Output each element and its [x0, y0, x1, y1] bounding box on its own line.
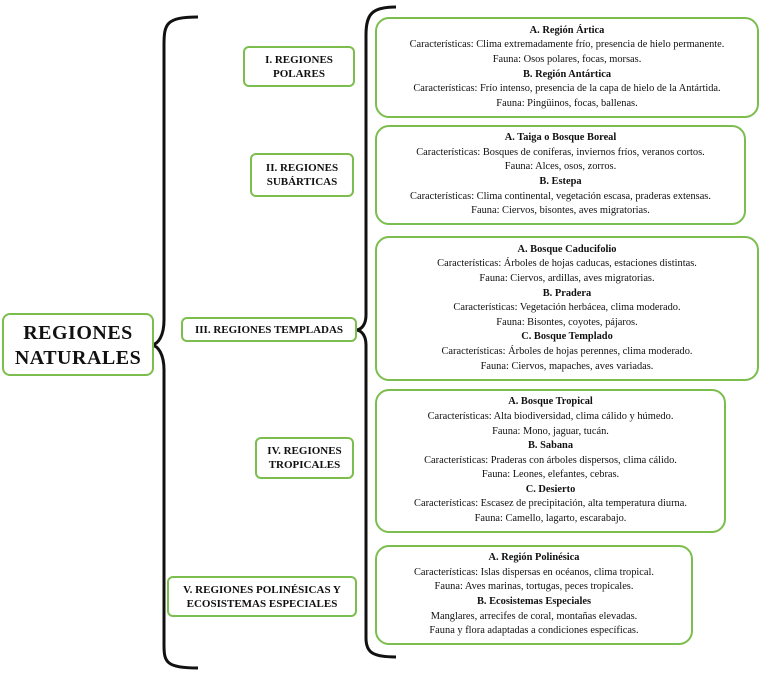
subregion-heading: B. Ecosistemas Especiales	[476, 596, 591, 607]
detail-line: Fauna: Ciervos, ardillas, aves migratori…	[479, 273, 655, 285]
subregion-heading: A. Región Ártica	[529, 24, 605, 36]
subregion-heading: B. Región Antártica	[522, 68, 612, 80]
category-polares: I. REGIONES POLARES	[243, 46, 355, 87]
subregion-heading: A. Bosque Tropical	[508, 396, 593, 408]
detail-line: Manglares, arrecifes de coral, montañas …	[430, 610, 638, 622]
detail-line: Fauna: Ciervos, bisontes, aves migratori…	[471, 205, 650, 217]
detail-line: Características: Vegetación herbácea, cl…	[453, 302, 681, 314]
detail-line: Fauna y flora adaptadas a condiciones es…	[429, 625, 639, 637]
category-label-line2: TROPICALES	[268, 459, 341, 471]
category-label-line2: SUBÁRTICAS	[266, 176, 338, 188]
category-templadas: III. REGIONES TEMPLADAS	[181, 317, 357, 342]
detail-line: Fauna: Osos polares, focas, morsas.	[492, 53, 642, 65]
detail-line: Características: Clima continental, vege…	[410, 190, 711, 202]
category-label-line1: III. REGIONES TEMPLADAS	[194, 323, 344, 336]
detail-line: Características: Bosques de coníferas, i…	[416, 146, 705, 158]
detail-line: Fauna: Aves marinas, tortugas, peces tro…	[434, 581, 634, 593]
left-brace	[151, 15, 199, 670]
subregion-heading: A. Bosque Caducifolio	[517, 243, 617, 255]
category-label-line2: POLARES	[273, 67, 325, 80]
detail-line: Fauna: Alces, osos, zorros.	[504, 161, 617, 173]
detail-line: Fauna: Pingüinos, focas, ballenas.	[496, 97, 638, 109]
root-title-line1: REGIONES	[23, 321, 133, 344]
detail-line: Fauna: Mono, jaguar, tucán.	[492, 425, 609, 437]
detail-line: Características: Árboles de hojas caduca…	[437, 258, 697, 270]
detail-line: Fauna: Ciervos, mapaches, aves variadas.	[480, 360, 654, 372]
detail-line: Características: Árboles de hojas perenn…	[441, 345, 693, 357]
root-node: REGIONES NATURALES	[2, 313, 154, 376]
detail-line: Fauna: Bisontes, coyotes, pájaros.	[496, 316, 638, 328]
right-brace	[356, 5, 397, 659]
category-subarticas: II. REGIONES SUBÁRTICAS	[250, 153, 354, 197]
category-label-line1: II. REGIONES	[265, 162, 339, 174]
root-title-line2: NATURALES	[14, 346, 142, 369]
detail-line: Características: Frío intenso, presencia…	[413, 83, 721, 95]
subregion-heading: A. Taiga o Bosque Boreal	[504, 132, 617, 144]
subregion-heading: B. Pradera	[542, 287, 592, 299]
category-tropicales: IV. REGIONES TROPICALES	[255, 437, 354, 479]
detail-line: Características: Clima extremadamente fr…	[409, 39, 725, 51]
detail-line: Características: Escasez de precipitació…	[414, 498, 687, 510]
subregion-heading: B. Estepa	[539, 176, 582, 187]
subregion-heading: C. Bosque Templado	[521, 331, 613, 343]
category-label-line1: V. REGIONES POLINÉSICAS Y	[183, 583, 341, 596]
category-label-line1: I. REGIONES	[265, 53, 333, 66]
detail-line: Fauna: Leones, elefantes, cebras.	[481, 469, 620, 481]
subregion-heading: C. Desierto	[525, 483, 576, 495]
detail-line: Fauna: Camello, lagarto, escarabajo.	[474, 513, 627, 525]
detail-line: Características: Alta biodiversidad, cli…	[427, 410, 674, 422]
category-polinesicas: V. REGIONES POLINÉSICAS Y ECOSISTEMAS ES…	[167, 576, 357, 617]
subregion-heading: B. Sabana	[527, 440, 574, 452]
detail-line: Características: Islas dispersas en océa…	[413, 566, 655, 578]
category-label-line2: ECOSISTEMAS ESPECIALES	[186, 597, 338, 610]
subregion-heading: A. Región Polinésica	[488, 552, 580, 564]
category-label-line1: IV. REGIONES	[267, 445, 342, 457]
detail-line: Características: Praderas con árboles di…	[424, 454, 677, 466]
